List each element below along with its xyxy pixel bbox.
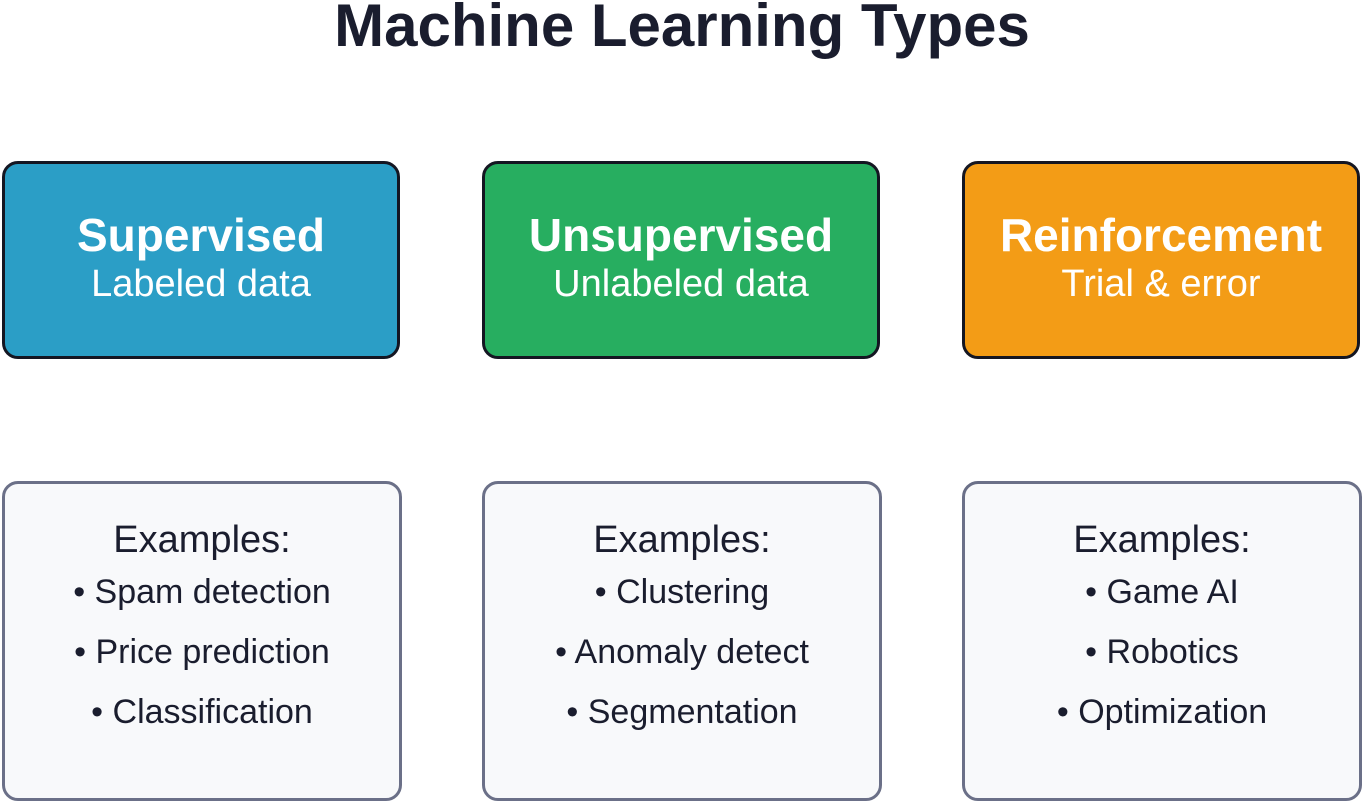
type-name: Unsupervised [528,209,834,261]
examples-heading: Examples: [593,519,771,561]
examples-box-reinforcement: Examples: • Game AI • Robotics • Optimiz… [962,481,1362,801]
example-item: • Spam detection [73,573,331,611]
examples-heading: Examples: [113,519,291,561]
example-item: • Price prediction [74,633,330,671]
examples-box-supervised: Examples: • Spam detection • Price predi… [2,481,402,801]
type-name: Supervised [77,209,325,261]
type-description: Labeled data [91,263,311,305]
diagram-title: Machine Learning Types [334,0,1030,59]
example-item: • Game AI [1085,573,1239,611]
example-item: • Robotics [1085,633,1239,671]
type-box-supervised: Supervised Labeled data [2,161,400,359]
type-box-reinforcement: Reinforcement Trial & error [962,161,1360,359]
example-item: • Anomaly detect [555,633,809,671]
example-item: • Classification [91,693,313,731]
type-description: Unlabeled data [553,263,809,305]
type-description: Trial & error [1061,263,1261,305]
example-item: • Optimization [1056,693,1268,731]
type-name: Reinforcement [999,209,1323,261]
examples-heading: Examples: [1073,519,1251,561]
examples-box-unsupervised: Examples: • Clustering • Anomaly detect … [482,481,882,801]
example-item: • Segmentation [566,693,798,731]
type-box-unsupervised: Unsupervised Unlabeled data [482,161,880,359]
example-item: • Clustering [594,573,770,611]
